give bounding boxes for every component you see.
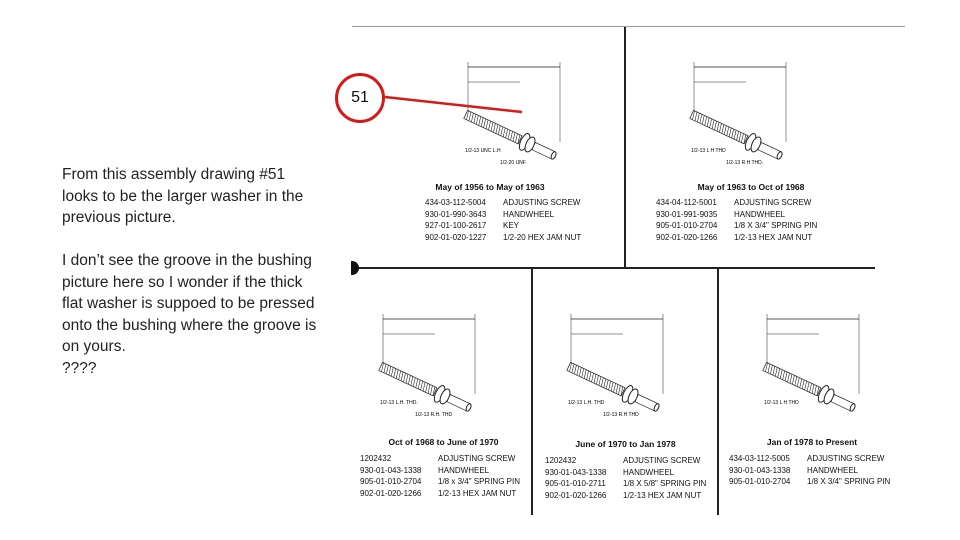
part-number: 902-01-020-1227 — [425, 232, 487, 242]
parts-row: 434-04-112-5001 ADJUSTING SCREW — [656, 197, 817, 209]
parts-row: 902-01-020-1266 1/2-13 HEX JAM NUT — [360, 488, 520, 500]
parts-list: 434-04-112-5001 ADJUSTING SCREW 930-01-991… — [656, 197, 817, 243]
part-description: ADJUSTING SCREW — [623, 456, 701, 465]
assembly-panel: 1/2-13 UNC L.H 1/2-20 UNF May of 1956 to M… — [355, 27, 625, 277]
part-description: 1/8 x 3/4" SPRING PIN — [438, 477, 520, 486]
screw-drawing: 1/2-13 L H THD — [762, 314, 860, 412]
parts-row: 902-01-020-1266 1/2-13 HEX JAM NUT — [545, 490, 706, 502]
callout-label: 51 — [351, 89, 369, 106]
part-number: 434-03-112-5005 — [729, 454, 790, 463]
part-description: HANDWHEEL — [438, 465, 490, 475]
part-description: 1/2-13 HEX JAM NUT — [734, 232, 813, 242]
part-number: 905-01-010-2711 — [545, 479, 606, 488]
part-number: 434-03-112-5004 — [425, 198, 486, 207]
part-description: 1/8 X 5/8" SPRING PIN — [623, 479, 707, 488]
screw-drawing: 1/2-13 L.H. THD 1/2-13 R.H THD — [566, 314, 664, 418]
parts-list: 1202432 ADJUSTING SCREW 930-01-043-1338 HAN… — [545, 455, 706, 501]
divider-top-vertical — [624, 27, 626, 268]
thread-label: 1/2-13 R.H THD — [603, 412, 639, 418]
part-description: 1/8 X 3/4" SPRING PIN — [807, 477, 891, 486]
note-paragraph-2: I don’t see the groove in the bushing pi… — [62, 252, 317, 355]
part-description: ADJUSTING SCREW — [438, 454, 516, 463]
thread-label: 1/2-13 L.H. THD. — [380, 400, 418, 406]
part-description: 1/2-13 HEX JAM NUT — [623, 490, 702, 500]
panel-title: Oct of 1968 to June of 1970 — [388, 437, 499, 447]
assembly-panel: 1/2-13 L.H. THD 1/2-13 R.H THD June of 197… — [533, 269, 718, 519]
part-description: 1/2-20 HEX JAM NUT — [503, 232, 582, 242]
thread-label: 1/2-13 L H THD — [691, 148, 726, 154]
parts-list: 1202432 ADJUSTING SCREW 930-01-043-1338 HAN… — [360, 453, 520, 499]
thread-label: 1/2-13 L.H. THD — [568, 400, 605, 406]
part-description: 1/8 X 3/4" SPRING PIN — [734, 221, 818, 230]
parts-row: 905-01-010-2711 1/8 X 5/8" SPRING PIN — [545, 478, 706, 490]
thread-label: 1/2-13 UNC L.H — [465, 148, 501, 154]
part-number: 902-01-020-1266 — [545, 490, 607, 500]
part-description: ADJUSTING SCREW — [503, 198, 581, 207]
screw-drawing: 1/2-13 UNC L.H 1/2-20 UNF — [463, 62, 561, 166]
divider-marker — [351, 261, 359, 275]
thread-label: 1/2-13 L H THD — [764, 400, 799, 406]
thread-label: 1/2-13 R.H. THD — [415, 412, 453, 418]
part-description: ADJUSTING SCREW — [807, 454, 885, 463]
assembly-panel: 1/2-13 L.H. THD. 1/2-13 R.H. THD Oct of 19… — [355, 269, 532, 519]
parts-list: 434-03-112-5005 ADJUSTING SCREW 930-01-043… — [729, 453, 890, 488]
parts-row: 905-01-010-2704 1/8 X 3/4" SPRING PIN — [729, 476, 890, 488]
part-number: 927-01-100-2617 — [425, 221, 487, 230]
thread-label: 1/2-13 R H THD. — [726, 160, 763, 166]
parts-list: 434-03-112-5004 ADJUSTING SCREW 930-01-990… — [425, 197, 581, 243]
note-paragraph-3: ???? — [62, 359, 97, 377]
parts-row: 930-01-990-3643 HANDWHEEL — [425, 209, 581, 221]
part-number: 930-01-043-1338 — [729, 465, 791, 475]
parts-row: 930-01-043-1338 HANDWHEEL — [545, 467, 706, 479]
part-description: HANDWHEEL — [807, 465, 859, 475]
part-description: 1/2-13 HEX JAM NUT — [438, 488, 517, 498]
part-description: HANDWHEEL — [623, 467, 675, 477]
callout-circle: 51 — [335, 73, 385, 123]
part-number: 902-01-020-1266 — [360, 488, 422, 498]
part-number: 930-01-990-3643 — [425, 209, 487, 219]
parts-row: 434-03-112-5005 ADJUSTING SCREW — [729, 453, 890, 465]
part-description: KEY — [503, 221, 520, 230]
part-number: 434-04-112-5001 — [656, 198, 717, 207]
parts-row: 434-03-112-5004 ADJUSTING SCREW — [425, 197, 581, 209]
parts-row: 927-01-100-2617 KEY — [425, 220, 581, 232]
part-description: HANDWHEEL — [734, 209, 786, 219]
part-number: 902-01-020-1266 — [656, 232, 718, 242]
part-description: ADJUSTING SCREW — [734, 198, 812, 207]
panel-title: June of 1970 to Jan 1978 — [575, 439, 676, 449]
thread-label: 1/2-20 UNF — [500, 160, 526, 166]
parts-row: 902-01-020-1266 1/2-13 HEX JAM NUT — [656, 232, 817, 244]
parts-row: 930-01-043-1338 HANDWHEEL — [729, 465, 890, 477]
panel-title: May of 1956 to May of 1963 — [435, 182, 545, 192]
part-description: HANDWHEEL — [503, 209, 555, 219]
parts-row: 930-01-991-9035 HANDWHEEL — [656, 209, 817, 221]
divider-horizontal — [355, 267, 875, 269]
parts-row: 930-01-043-1338 HANDWHEEL — [360, 465, 520, 477]
parts-row: 902-01-020-1227 1/2-20 HEX JAM NUT — [425, 232, 581, 244]
parts-row: 1202432 ADJUSTING SCREW — [545, 455, 706, 467]
divider-bottom-vertical-1 — [531, 268, 533, 515]
part-number: 905-01-010-2704 — [656, 221, 718, 230]
screw-drawing: 1/2-13 L.H. THD. 1/2-13 R.H. THD — [378, 314, 476, 418]
part-number: 930-01-043-1338 — [360, 465, 422, 475]
parts-row: 1202432 ADJUSTING SCREW — [360, 453, 520, 465]
part-number: 1202432 — [360, 454, 392, 463]
slide-note: From this assembly drawing #51 looks to … — [62, 164, 322, 401]
part-number: 905-01-010-2704 — [360, 477, 422, 486]
part-number: 930-01-991-9035 — [656, 209, 718, 219]
top-rule — [352, 26, 905, 27]
panel-title: Jan of 1978 to Present — [766, 437, 858, 447]
assembly-panel: 1/2-13 L H THD Jan of 1978 to Present 434-… — [719, 269, 905, 519]
note-paragraph-1: From this assembly drawing #51 looks to … — [62, 166, 304, 226]
parts-row: 905-01-010-2704 1/8 x 3/4" SPRING PIN — [360, 476, 520, 488]
part-number: 1202432 — [545, 456, 577, 465]
panel-title: May of 1963 to Oct of 1968 — [697, 182, 805, 192]
part-number: 905-01-010-2704 — [729, 477, 791, 486]
divider-bottom-vertical-2 — [717, 268, 719, 515]
part-number: 930-01-043-1338 — [545, 467, 607, 477]
parts-row: 905-01-010-2704 1/8 X 3/4" SPRING PIN — [656, 220, 817, 232]
